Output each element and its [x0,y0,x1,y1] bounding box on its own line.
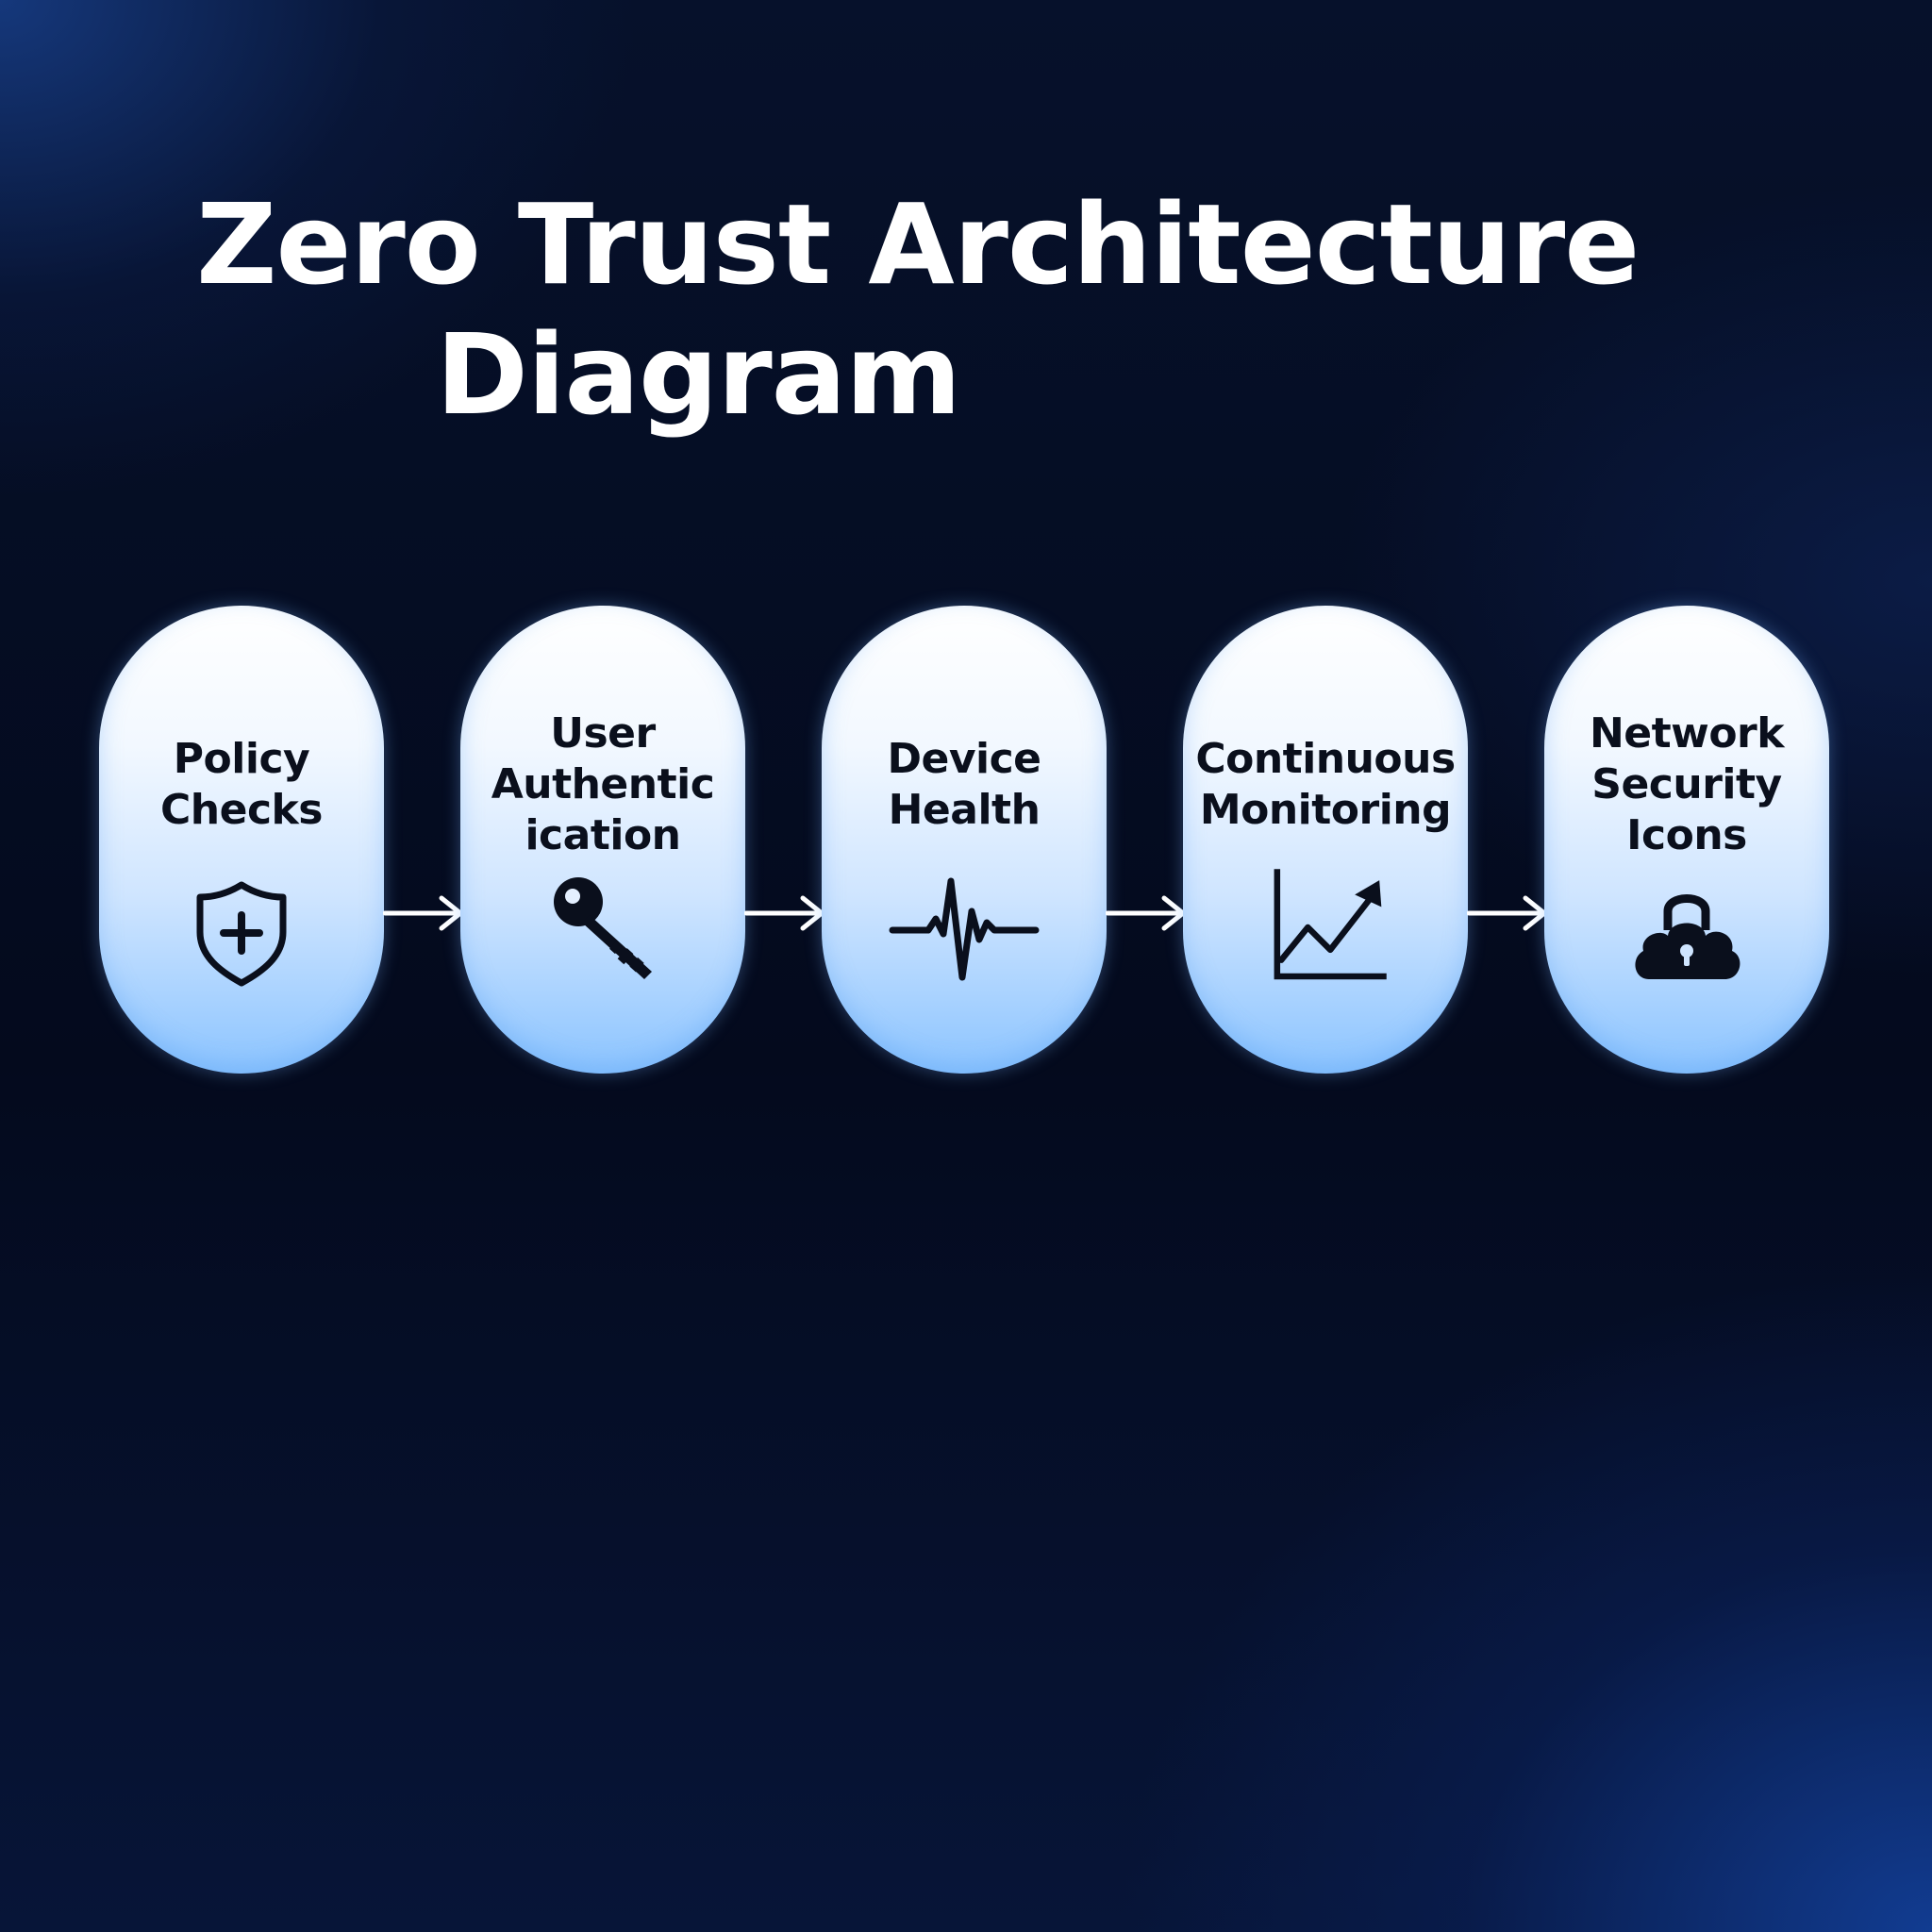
node-label: Network Security Icons [1589,709,1785,859]
flow-arrow [383,887,468,940]
flow-arrow [744,887,829,940]
node-user-authentication: User Authentic ication [460,606,745,1074]
node-policy-checks: Policy Checks [99,606,384,1074]
title-line-2: Diagram [436,309,961,440]
node-label: Device Health [887,735,1041,834]
heartbeat-icon [889,874,1040,987]
node-label: User Authentic ication [491,709,715,859]
node-device-health: Device Health [822,606,1107,1074]
node-label: Continuous Monitoring [1195,735,1456,834]
cloud-lock-icon [1630,874,1743,987]
flow-arrow [1106,887,1191,940]
trend-chart-icon [1269,869,1387,987]
title-line-1: Zero Trust Architecture [196,179,1640,309]
node-continuous-monitoring: Continuous Monitoring [1183,606,1468,1074]
key-icon [546,874,659,987]
node-label: Policy Checks [160,735,324,834]
flow-arrow [1467,887,1552,940]
shield-plus-icon [185,874,298,987]
node-network-security: Network Security Icons [1544,606,1829,1074]
